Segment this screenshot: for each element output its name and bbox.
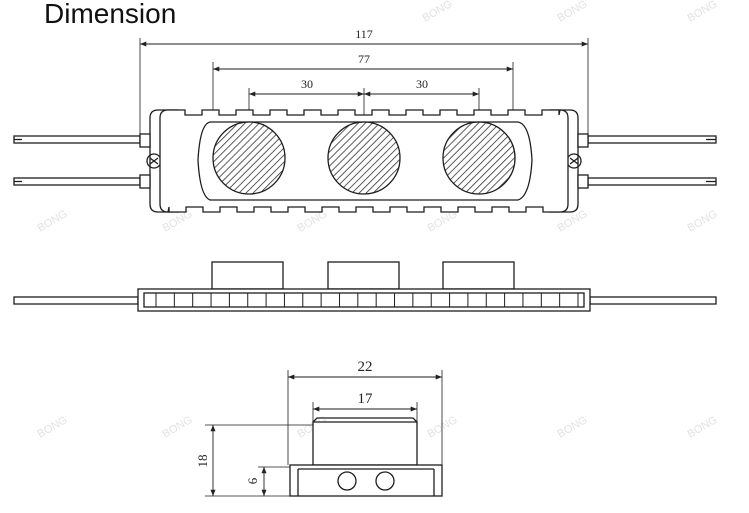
side-lens-2 bbox=[327, 261, 400, 290]
side-lens-1 bbox=[211, 261, 284, 290]
side-base-inner bbox=[143, 292, 585, 308]
watermark: BONG bbox=[686, 0, 720, 25]
end-view bbox=[205, 370, 443, 497]
side-view bbox=[13, 261, 717, 312]
dim-label-height: 18 bbox=[195, 455, 210, 468]
led-lens-2 bbox=[327, 121, 401, 195]
wire-hole-left bbox=[337, 471, 357, 491]
led-lens-group bbox=[212, 121, 516, 195]
wire-left bbox=[13, 135, 141, 186]
watermark: BONG bbox=[36, 414, 70, 441]
dim-label-base-height: 6 bbox=[245, 477, 260, 484]
dim-label-outer-span: 77 bbox=[358, 52, 370, 66]
dim-label-width: 22 bbox=[358, 359, 373, 375]
watermark: BONG bbox=[556, 0, 590, 25]
watermark-layer: BONG BONG BONG BONG BONG BONG BONG BONG … bbox=[36, 0, 720, 441]
watermark: BONG bbox=[161, 414, 195, 441]
watermark: BONG bbox=[426, 414, 460, 441]
side-wire-left bbox=[13, 296, 139, 305]
side-wire-right bbox=[589, 296, 717, 305]
watermark: BONG bbox=[36, 208, 70, 235]
watermark: BONG bbox=[686, 414, 720, 441]
dim-label-lens-width: 17 bbox=[358, 391, 374, 407]
dim-label-total: 117 bbox=[355, 27, 373, 41]
side-lens-3 bbox=[442, 261, 515, 290]
watermark: BONG bbox=[556, 414, 590, 441]
wire-hole-right bbox=[375, 471, 395, 491]
led-lens-1 bbox=[212, 121, 286, 195]
watermark: BONG bbox=[421, 0, 455, 25]
dim-label-pitch-left: 30 bbox=[301, 77, 313, 91]
led-lens-3 bbox=[442, 121, 516, 195]
dim-label-pitch-right: 30 bbox=[416, 77, 428, 91]
wire-right bbox=[587, 135, 717, 186]
top-view bbox=[13, 38, 717, 213]
page-title: Dimension bbox=[44, 0, 177, 29]
side-ribs bbox=[155, 293, 579, 307]
watermark: BONG bbox=[686, 208, 720, 235]
end-lens-block bbox=[312, 421, 418, 466]
end-base bbox=[289, 464, 443, 497]
